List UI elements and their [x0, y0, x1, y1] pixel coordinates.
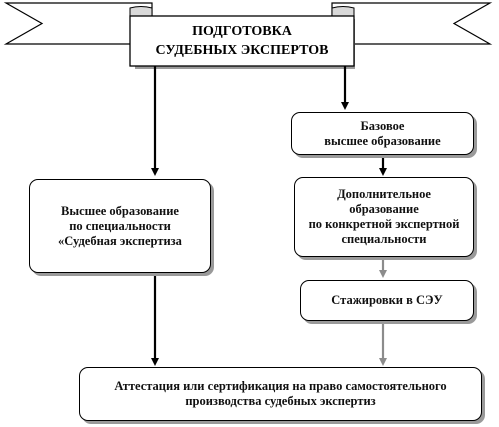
node-basic-higher-education: Базовое высшее образование — [291, 112, 474, 155]
title-banner — [3, 2, 493, 69]
diagram-title-text: ПОДГОТОВКА СУДЕБНЫХ ЭКСПЕРТОВ — [155, 24, 329, 58]
connectors — [151, 66, 387, 366]
banner-left-tail — [3, 2, 153, 45]
banner-center-panel — [129, 15, 355, 67]
node-basic-higher-education-text: Базовое высшее образование — [324, 118, 441, 148]
banner-right-tail — [331, 2, 493, 45]
node-higher-education-text: Высшее образование по специальности «Суд… — [58, 203, 182, 248]
node-certification: Аттестация или сертификация на право сам… — [79, 367, 482, 421]
node-internships: Стажировки в СЭУ — [300, 280, 474, 321]
banner-left-fold — [129, 6, 153, 17]
banner-right-fold — [331, 6, 355, 17]
node-additional-education: Дополнительное образование по конкретной… — [294, 177, 474, 257]
node-additional-education-text: Дополнительное образование по конкретной… — [308, 187, 460, 246]
diagram-title: ПОДГОТОВКА СУДЕБНЫХ ЭКСПЕРТОВ — [136, 16, 348, 66]
node-internships-text: Стажировки в СЭУ — [331, 293, 443, 307]
node-certification-text: Аттестация или сертификация на право сам… — [114, 379, 447, 408]
node-higher-education: Высшее образование по специальности «Суд… — [29, 179, 211, 273]
